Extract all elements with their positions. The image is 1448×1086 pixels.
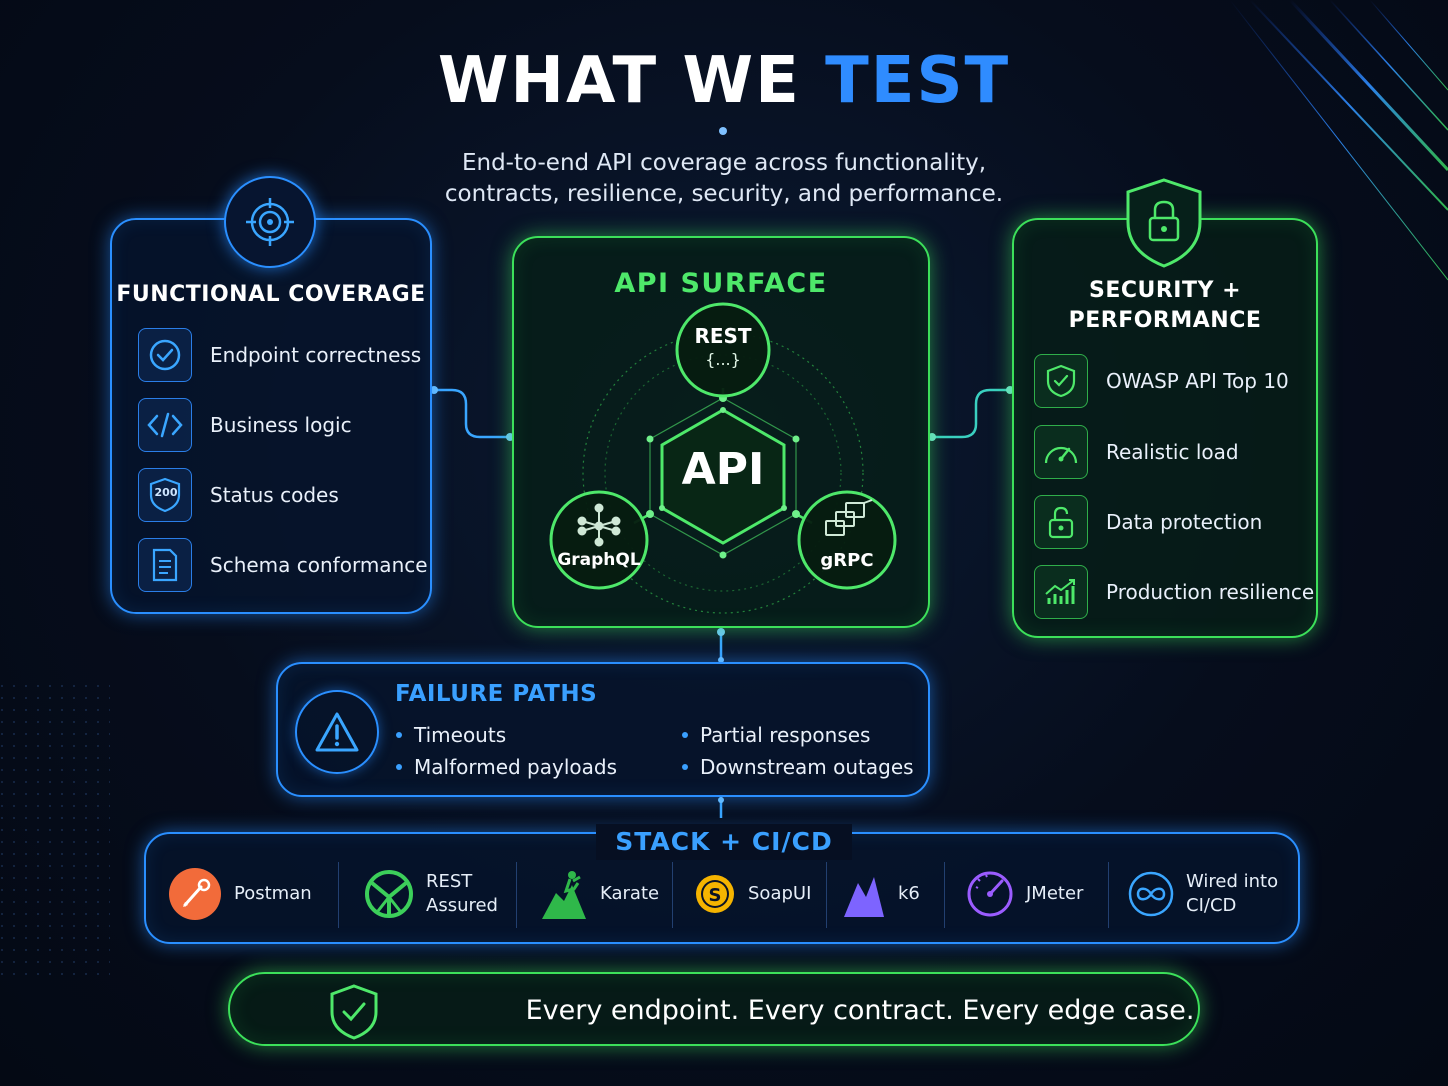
lock-icon: [1034, 495, 1088, 549]
infinity-icon: [1128, 871, 1174, 917]
tool-karate: Karate: [540, 864, 659, 924]
failure-item-partial: Partial responses: [682, 723, 870, 747]
graphql-icon: [577, 503, 621, 547]
functional-coverage-title: FUNCTIONAL COVERAGE: [116, 282, 426, 307]
security-item-resilience: Production resilience: [1034, 565, 1314, 619]
check-circle-icon: [138, 328, 192, 382]
shield-200-icon: 200: [138, 468, 192, 522]
code-icon: [138, 398, 192, 452]
stack-title: STACK + CI/CD: [596, 824, 852, 860]
tool-divider: [338, 862, 339, 928]
page-subtitle: End-to-end API coverage across functiona…: [444, 150, 1004, 207]
soapui-icon: S: [696, 875, 734, 913]
jmeter-icon: [967, 871, 1013, 917]
shield-check-icon: [1034, 354, 1088, 408]
warning-icon: [295, 690, 379, 774]
tool-divider: [516, 862, 517, 928]
tool-divider: [672, 862, 673, 928]
graphql-node-label: GraphQL: [557, 550, 641, 570]
security-item-load: Realistic load: [1034, 425, 1239, 479]
grpc-node: [797, 490, 897, 590]
security-performance-title: SECURITY + PERFORMANCE: [1068, 278, 1262, 333]
postman-icon: [169, 868, 221, 920]
chart-up-icon: [1034, 565, 1088, 619]
shield-check-icon: [326, 982, 382, 1046]
tagline-banner: Every endpoint. Every contract. Every ed…: [228, 972, 1200, 1046]
light-streaks: [1229, 0, 1448, 281]
connector-left: [434, 388, 510, 439]
failure-item-timeouts: Timeouts: [396, 723, 506, 747]
tagline-text: Every endpoint. Every contract. Every ed…: [525, 995, 1195, 1026]
svg-text:S: S: [709, 885, 722, 906]
grpc-node-label: gRPC: [820, 550, 874, 571]
failure-item-malformed: Malformed payloads: [396, 755, 617, 779]
shield-lock-icon: [1122, 176, 1206, 270]
k6-icon: [844, 877, 884, 917]
functional-item-schema: Schema conformance: [138, 538, 428, 592]
functional-coverage-panel: FUNCTIONAL COVERAGE Endpoint correctness…: [110, 218, 432, 614]
gauge-icon: [1034, 425, 1088, 479]
functional-item-status: 200 Status codes: [138, 468, 339, 522]
functional-item-endpoint: Endpoint correctness: [138, 328, 421, 382]
failure-paths-title: FAILURE PATHS: [395, 681, 598, 707]
api-surface-graph: [549, 302, 897, 614]
functional-item-business: Business logic: [138, 398, 352, 452]
tool-divider: [944, 862, 945, 928]
security-item-data: Data protection: [1034, 495, 1262, 549]
rest-node-label: REST {...}: [694, 324, 752, 369]
security-performance-panel: SECURITY + PERFORMANCE OWASP API Top 10 …: [1012, 218, 1318, 638]
api-surface-panel: API SURFACE: [512, 236, 930, 628]
tool-soapui: S SoapUI: [694, 864, 811, 924]
api-center-label: API: [681, 444, 765, 495]
dot-grid: [0, 680, 110, 980]
security-item-owasp: OWASP API Top 10: [1034, 354, 1289, 408]
tool-jmeter: JMeter: [966, 864, 1083, 924]
failure-item-downstream: Downstream outages: [682, 755, 914, 779]
karate-icon: [542, 871, 586, 919]
status-code-badge: 200: [154, 486, 178, 499]
grpc-icon: [825, 499, 873, 536]
title-divider-dot: [719, 127, 727, 135]
connector-right: [932, 388, 1010, 439]
document-icon: [138, 538, 192, 592]
tool-postman: Postman: [168, 864, 312, 924]
tool-divider: [826, 862, 827, 928]
target-icon: [224, 176, 316, 268]
rest-assured-icon: [365, 870, 413, 918]
page-title: WHAT WE TEST: [437, 44, 1011, 118]
tool-k6: k6: [842, 864, 920, 924]
tool-divider: [1108, 862, 1109, 928]
rest-node: [675, 302, 771, 398]
api-hexagon: [660, 408, 786, 545]
api-surface-title: API SURFACE: [614, 268, 828, 299]
failure-paths-panel: FAILURE PATHS Timeouts Malformed payload…: [276, 662, 930, 797]
